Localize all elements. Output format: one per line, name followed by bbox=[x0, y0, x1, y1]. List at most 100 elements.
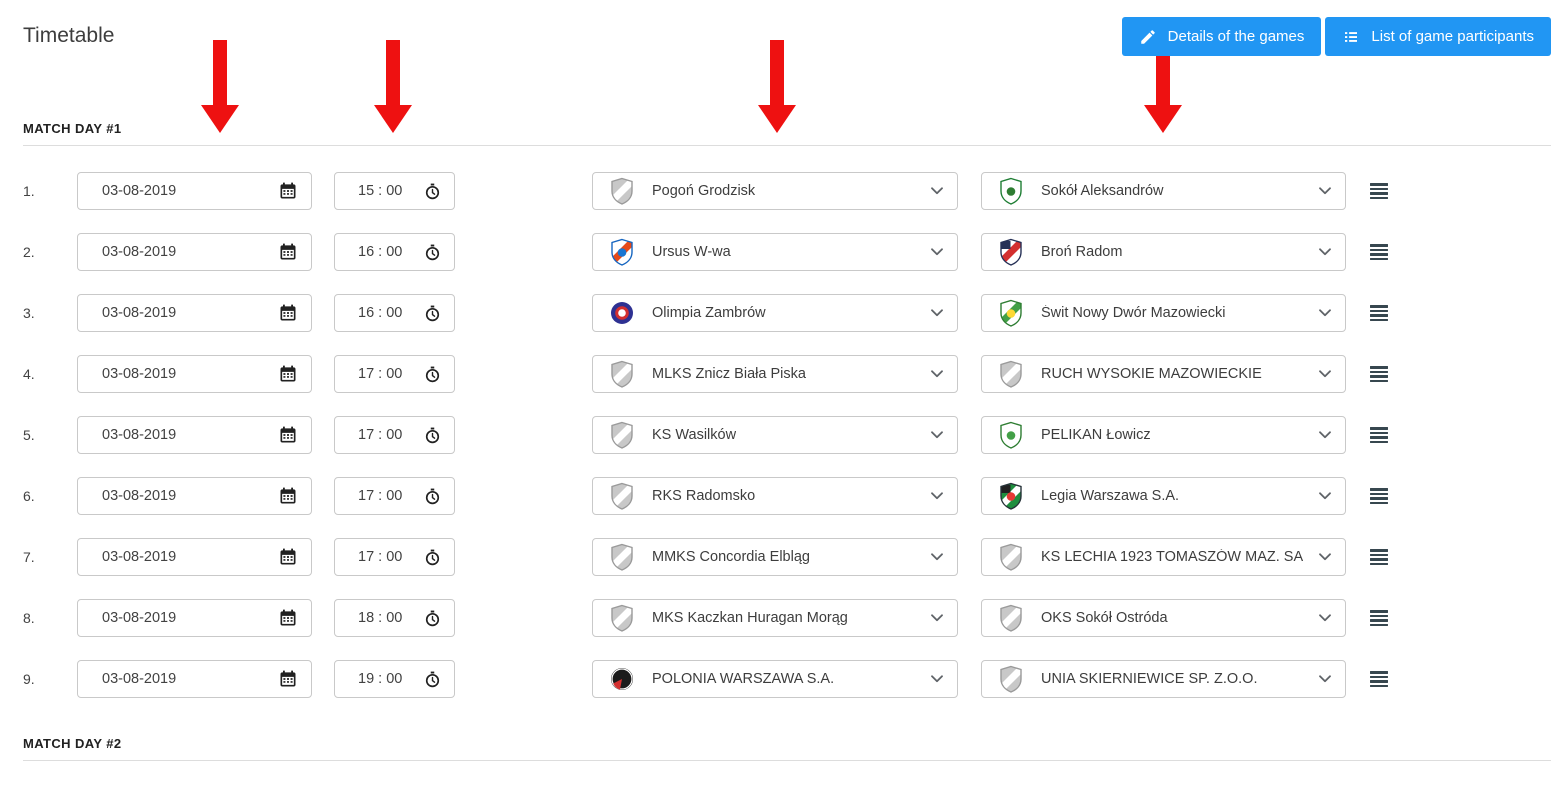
home-team-select[interactable]: MKS Kaczkan Huragan Morąg bbox=[592, 599, 958, 637]
clock-icon[interactable] bbox=[423, 365, 442, 384]
clock-icon[interactable] bbox=[423, 487, 442, 506]
home-team-logo bbox=[609, 482, 635, 510]
chevron-down-icon bbox=[931, 492, 943, 500]
clock-icon[interactable] bbox=[423, 670, 442, 689]
calendar-icon[interactable] bbox=[278, 486, 298, 506]
calendar-icon[interactable] bbox=[278, 242, 298, 262]
away-team-name: OKS Sokół Ostróda bbox=[1041, 610, 1168, 626]
calendar-icon[interactable] bbox=[278, 547, 298, 567]
time-input[interactable]: 17 : 00 bbox=[334, 477, 455, 515]
table-row: 1. 03-08-2019 15 : 00 Pogoń Grodzisk Sok… bbox=[23, 172, 1551, 210]
home-team-name: POLONIA WARSZAWA S.A. bbox=[652, 671, 835, 687]
home-team-logo bbox=[609, 360, 635, 388]
date-input[interactable]: 03-08-2019 bbox=[77, 660, 312, 698]
away-team-select[interactable]: Sokół Aleksandrów bbox=[981, 172, 1346, 210]
home-team-select[interactable]: Pogoń Grodzisk bbox=[592, 172, 958, 210]
drag-handle-icon[interactable] bbox=[1370, 549, 1388, 565]
table-row: 8. 03-08-2019 18 : 00 MKS Kaczkan Huraga… bbox=[23, 599, 1551, 637]
time-value: 17 : 00 bbox=[358, 549, 403, 565]
clock-icon[interactable] bbox=[423, 609, 442, 628]
date-value: 03-08-2019 bbox=[102, 305, 177, 321]
drag-handle-icon[interactable] bbox=[1370, 183, 1388, 199]
clock-icon[interactable] bbox=[423, 243, 442, 262]
home-team-select[interactable]: POLONIA WARSZAWA S.A. bbox=[592, 660, 958, 698]
drag-handle-icon[interactable] bbox=[1370, 305, 1388, 321]
home-team-select[interactable]: KS Wasilków bbox=[592, 416, 958, 454]
date-input[interactable]: 03-08-2019 bbox=[77, 599, 312, 637]
chevron-down-icon bbox=[931, 248, 943, 256]
calendar-icon[interactable] bbox=[278, 669, 298, 689]
row-number: 4. bbox=[23, 366, 35, 382]
row-number: 5. bbox=[23, 427, 35, 443]
home-team-name: Ursus W-wa bbox=[652, 244, 731, 260]
clock-icon[interactable] bbox=[423, 426, 442, 445]
chevron-down-icon bbox=[931, 370, 943, 378]
date-input[interactable]: 03-08-2019 bbox=[77, 355, 312, 393]
list-of-participants-label: List of game participants bbox=[1371, 28, 1534, 45]
list-of-participants-button[interactable]: List of game participants bbox=[1325, 17, 1551, 56]
calendar-icon[interactable] bbox=[278, 181, 298, 201]
away-team-logo bbox=[998, 543, 1024, 571]
away-team-select[interactable]: Świt Nowy Dwór Mazowiecki bbox=[981, 294, 1346, 332]
row-number: 3. bbox=[23, 305, 35, 321]
clock-icon[interactable] bbox=[423, 304, 442, 323]
date-value: 03-08-2019 bbox=[102, 183, 177, 199]
table-row: 7. 03-08-2019 17 : 00 MMKS Concordia Elb… bbox=[23, 538, 1551, 576]
calendar-icon[interactable] bbox=[278, 425, 298, 445]
calendar-icon[interactable] bbox=[278, 303, 298, 323]
calendar-icon[interactable] bbox=[278, 364, 298, 384]
away-team-name: Sokół Aleksandrów bbox=[1041, 183, 1164, 199]
home-team-select[interactable]: Ursus W-wa bbox=[592, 233, 958, 271]
time-input[interactable]: 15 : 00 bbox=[334, 172, 455, 210]
time-input[interactable]: 17 : 00 bbox=[334, 416, 455, 454]
date-value: 03-08-2019 bbox=[102, 366, 177, 382]
away-team-select[interactable]: RUCH WYSOKIE MAZOWIECKIE bbox=[981, 355, 1346, 393]
time-value: 19 : 00 bbox=[358, 671, 403, 687]
away-team-logo bbox=[998, 360, 1024, 388]
time-input[interactable]: 17 : 00 bbox=[334, 355, 455, 393]
away-team-select[interactable]: Legia Warszawa S.A. bbox=[981, 477, 1346, 515]
home-team-select[interactable]: MLKS Znicz Biała Piska bbox=[592, 355, 958, 393]
drag-handle-icon[interactable] bbox=[1370, 244, 1388, 260]
time-input[interactable]: 16 : 00 bbox=[334, 294, 455, 332]
home-team-select[interactable]: RKS Radomsko bbox=[592, 477, 958, 515]
drag-handle-icon[interactable] bbox=[1370, 366, 1388, 382]
row-number: 7. bbox=[23, 549, 35, 565]
away-team-select[interactable]: Broń Radom bbox=[981, 233, 1346, 271]
date-input[interactable]: 03-08-2019 bbox=[77, 233, 312, 271]
row-number: 9. bbox=[23, 671, 35, 687]
time-value: 15 : 00 bbox=[358, 183, 403, 199]
home-team-select[interactable]: Olimpia Zambrów bbox=[592, 294, 958, 332]
away-team-logo bbox=[998, 177, 1024, 205]
drag-handle-icon[interactable] bbox=[1370, 488, 1388, 504]
time-input[interactable]: 18 : 00 bbox=[334, 599, 455, 637]
chevron-down-icon bbox=[1319, 553, 1331, 561]
away-team-select[interactable]: OKS Sokół Ostróda bbox=[981, 599, 1346, 637]
match-rows: 1. 03-08-2019 15 : 00 Pogoń Grodzisk Sok… bbox=[23, 172, 1551, 698]
home-team-select[interactable]: MMKS Concordia Elbląg bbox=[592, 538, 958, 576]
date-input[interactable]: 03-08-2019 bbox=[77, 172, 312, 210]
date-input[interactable]: 03-08-2019 bbox=[77, 416, 312, 454]
date-input[interactable]: 03-08-2019 bbox=[77, 477, 312, 515]
chevron-down-icon bbox=[931, 614, 943, 622]
away-team-name: Świt Nowy Dwór Mazowiecki bbox=[1041, 305, 1226, 321]
calendar-icon[interactable] bbox=[278, 608, 298, 628]
away-team-logo bbox=[998, 604, 1024, 632]
away-team-select[interactable]: KS LECHIA 1923 TOMASZÓW MAZ. SA bbox=[981, 538, 1346, 576]
drag-handle-icon[interactable] bbox=[1370, 671, 1388, 687]
details-of-games-button[interactable]: Details of the games bbox=[1121, 17, 1322, 56]
chevron-down-icon bbox=[1319, 370, 1331, 378]
clock-icon[interactable] bbox=[423, 182, 442, 201]
clock-icon[interactable] bbox=[423, 548, 442, 567]
drag-handle-icon[interactable] bbox=[1370, 427, 1388, 443]
row-number: 6. bbox=[23, 488, 35, 504]
time-input[interactable]: 19 : 00 bbox=[334, 660, 455, 698]
row-number: 1. bbox=[23, 183, 35, 199]
date-input[interactable]: 03-08-2019 bbox=[77, 538, 312, 576]
time-input[interactable]: 17 : 00 bbox=[334, 538, 455, 576]
away-team-select[interactable]: UNIA SKIERNIEWICE SP. Z.O.O. bbox=[981, 660, 1346, 698]
away-team-select[interactable]: PELIKAN Łowicz bbox=[981, 416, 1346, 454]
time-input[interactable]: 16 : 00 bbox=[334, 233, 455, 271]
date-input[interactable]: 03-08-2019 bbox=[77, 294, 312, 332]
drag-handle-icon[interactable] bbox=[1370, 610, 1388, 626]
